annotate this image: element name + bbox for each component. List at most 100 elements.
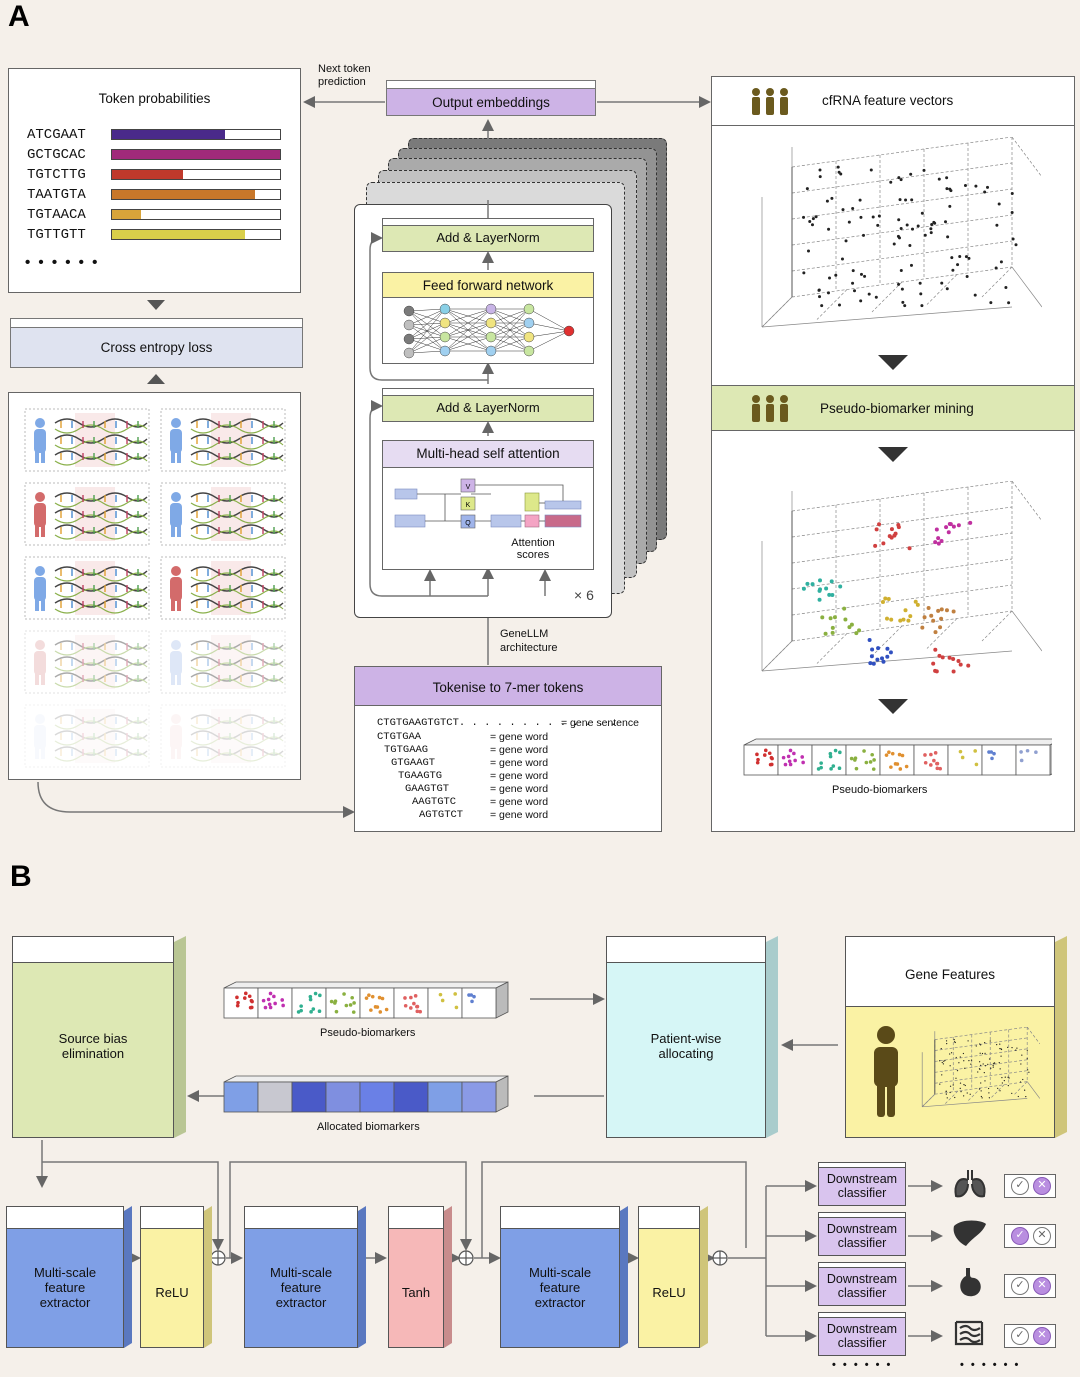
data-point xyxy=(962,1052,965,1055)
person-icon xyxy=(171,566,181,576)
data-point xyxy=(984,1080,986,1082)
data-point xyxy=(851,269,855,273)
cluster-point xyxy=(889,527,894,532)
data-point xyxy=(939,1060,941,1062)
data-point xyxy=(901,300,905,304)
arrow-down-icon xyxy=(147,300,165,310)
data-point xyxy=(905,223,909,227)
data-point xyxy=(977,1071,979,1073)
dna-strand xyxy=(54,672,148,682)
biomarker-dot xyxy=(243,991,248,996)
tokenise-box: Tokenise to 7-mer tokens CTGTGAAGTGTCT. … xyxy=(354,666,662,832)
biomarker-dot xyxy=(828,751,833,756)
token-seq: ATCGAAT xyxy=(27,127,86,143)
classification-result: ✓✕ xyxy=(1004,1274,1056,1298)
cluster-point xyxy=(830,630,835,635)
cluster-point xyxy=(818,578,823,583)
source-bias-block: Source bias elimination xyxy=(12,936,174,1138)
cluster-point xyxy=(867,637,872,642)
nn-node xyxy=(439,317,451,329)
nn-node xyxy=(403,319,415,331)
plot-box xyxy=(761,481,1042,672)
biomarker-dot xyxy=(935,761,940,766)
data-point xyxy=(984,1042,986,1044)
relu-block-1: ReLU xyxy=(140,1206,204,1348)
cluster-point xyxy=(832,615,837,620)
v-label: V xyxy=(466,484,471,491)
token-probabilities-title: Token probabilities xyxy=(98,91,211,106)
biomarker-dot xyxy=(932,758,936,763)
cluster-point xyxy=(906,618,911,623)
biomarker-dot xyxy=(923,753,927,757)
data-point xyxy=(964,255,968,259)
source-bias-label: Source bias elimination xyxy=(58,1031,128,1061)
biomarker-dot xyxy=(403,996,407,1000)
data-point xyxy=(992,1063,995,1065)
cluster-point xyxy=(843,617,848,622)
cluster-point xyxy=(870,647,875,652)
cluster-point xyxy=(881,541,886,546)
data-point xyxy=(825,199,829,203)
check-icon: ✓ xyxy=(1011,1177,1029,1195)
data-point xyxy=(969,1093,971,1095)
data-point xyxy=(923,233,927,237)
data-point xyxy=(840,257,844,261)
biomarker-dot xyxy=(853,756,858,760)
downstream-classifier-label: Downstream classifier xyxy=(826,1272,898,1300)
cluster-point xyxy=(868,661,873,666)
data-point xyxy=(892,242,896,246)
cluster-point xyxy=(871,661,876,666)
cluster-point xyxy=(956,658,961,663)
biomarker-dot xyxy=(309,1010,313,1014)
biomarker-dot xyxy=(380,996,385,1001)
biomarker-cell xyxy=(291,987,327,1019)
patient-sequence-cell xyxy=(160,556,286,620)
data-point xyxy=(963,1095,965,1097)
biomarker-dot xyxy=(755,760,760,765)
nn-node xyxy=(563,325,575,337)
gene-word-eq: = gene word xyxy=(490,770,549,782)
mhsa-label: Multi-head self attention xyxy=(416,446,560,461)
data-point xyxy=(981,1052,984,1055)
cluster-point xyxy=(948,522,953,527)
data-point xyxy=(987,1087,990,1090)
data-point xyxy=(965,275,969,279)
data-point xyxy=(946,1042,948,1045)
biomarker-dot xyxy=(369,1008,373,1012)
nn-node xyxy=(523,303,535,315)
cluster-point xyxy=(881,659,886,664)
cluster-point xyxy=(968,520,973,525)
token-prob-fill xyxy=(112,190,255,199)
biomarker-dot xyxy=(792,751,796,756)
downstream-classifier: Downstream classifier xyxy=(818,1312,906,1356)
biomarker-dot xyxy=(864,760,869,765)
biomarker-dot xyxy=(329,999,334,1004)
data-point xyxy=(952,1084,954,1086)
cross-icon: ✕ xyxy=(1033,1277,1051,1295)
token-prob-bar xyxy=(111,229,281,240)
arrow-down-icon xyxy=(878,447,908,462)
biomarker-dot xyxy=(351,1010,356,1014)
biomarker-dot xyxy=(890,751,895,756)
nn-node xyxy=(439,303,451,315)
data-point xyxy=(1014,243,1018,247)
data-point xyxy=(986,185,990,189)
cluster-point xyxy=(915,602,920,607)
cluster-point xyxy=(828,616,833,621)
patient-sequence-panel xyxy=(8,392,301,780)
gene-sentence: CTGTGAAGTGTCT. . . . . . . . . . . . . xyxy=(377,717,617,729)
data-point xyxy=(1003,1079,1005,1082)
biomarker-dot xyxy=(929,763,933,767)
classification-result: ✓✕ xyxy=(1004,1324,1056,1348)
cluster-point xyxy=(938,625,943,630)
biomarker-dot xyxy=(862,749,866,753)
biomarker-dot xyxy=(364,996,369,1000)
lungs-icon xyxy=(954,1170,986,1198)
data-point xyxy=(973,293,977,297)
token-prob-bar xyxy=(111,129,281,140)
data-point xyxy=(956,1069,959,1072)
data-point xyxy=(827,227,831,231)
data-point xyxy=(1007,1076,1009,1078)
data-point xyxy=(995,223,999,227)
gene-word-eq: = gene word xyxy=(490,731,549,743)
